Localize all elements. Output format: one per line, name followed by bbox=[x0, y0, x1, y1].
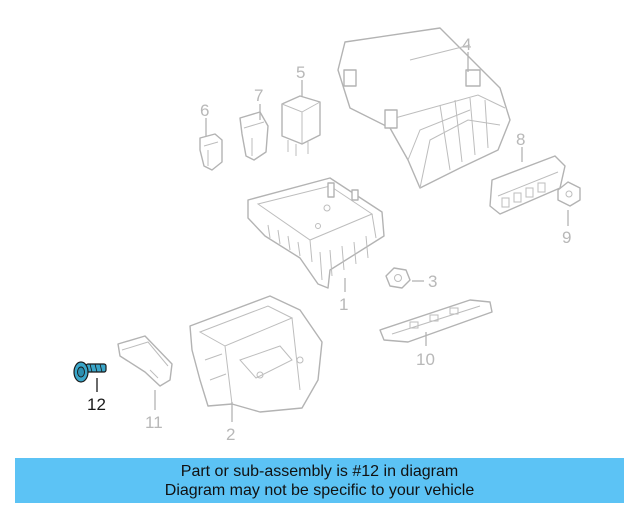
part-1-fuse-box bbox=[247, 177, 385, 289]
callout-2: 2 bbox=[226, 425, 235, 444]
part-2-tray bbox=[189, 295, 323, 413]
callout-5: 5 bbox=[296, 63, 305, 82]
part-10-bracket bbox=[379, 299, 493, 343]
callout-9: 9 bbox=[562, 228, 571, 247]
callout-4: 4 bbox=[462, 35, 471, 54]
part-5-relay bbox=[281, 95, 321, 156]
callout-10: 10 bbox=[416, 350, 435, 369]
part-9-nut bbox=[557, 181, 581, 207]
part-12-bolt bbox=[73, 361, 107, 383]
callout-6: 6 bbox=[200, 101, 209, 120]
caption-line-1: Part or sub-assembly is #12 in diagram bbox=[180, 463, 459, 480]
callout-8: 8 bbox=[516, 130, 525, 149]
callout-11: 11 bbox=[145, 413, 163, 432]
caption-line-2: Diagram may not be specific to your vehi… bbox=[164, 482, 475, 499]
part-4-cover bbox=[337, 27, 511, 189]
part-6-fuse bbox=[199, 133, 223, 171]
part-7-fuse bbox=[239, 111, 269, 161]
part-3-nut bbox=[385, 267, 411, 289]
callout-7: 7 bbox=[254, 86, 263, 105]
part-8-terminal-strip bbox=[489, 155, 566, 215]
callout-1: 1 bbox=[339, 295, 348, 314]
leader-lines bbox=[96, 52, 569, 422]
callout-3: 3 bbox=[428, 272, 437, 291]
caption-banner: Part or sub-assembly is #12 in diagram D… bbox=[15, 458, 624, 503]
callout-12: 12 bbox=[87, 395, 106, 414]
part-11-holder bbox=[117, 335, 173, 387]
parts-diagram: 4 5 6 7 8 9 3 1 10 11 2 12 bbox=[73, 27, 581, 444]
callout-labels: 4 5 6 7 8 9 3 1 10 11 2 12 bbox=[87, 35, 571, 444]
